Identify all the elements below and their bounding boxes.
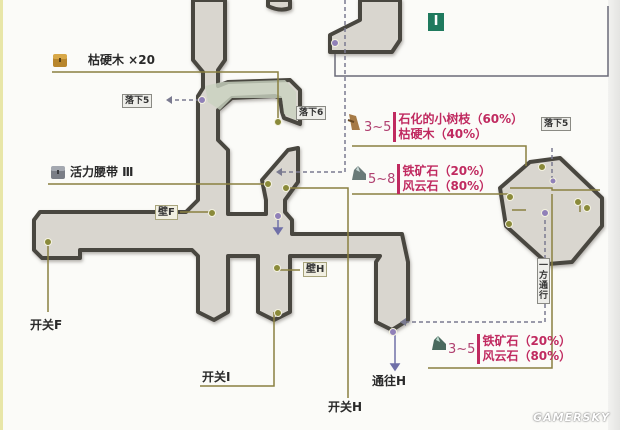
leader-gather3 [428,194,553,369]
gather-line: 铁矿石（20%） [482,334,572,348]
gather-count: 5~8 [368,171,396,187]
treasure-chest-gold-icon [52,52,68,68]
page-shadow [608,0,620,430]
gather-line: 风云石（80%） [402,179,492,193]
item-row: 活力腰带 Ⅲ [50,164,134,180]
switch-f-label: 开关F [30,318,63,332]
arrow-down-icon [389,363,401,372]
arrow-left-icon [276,168,282,176]
wall-f-tag: 壁F [155,205,178,220]
gather-line: 枯硬木（40%） [398,127,488,141]
corridor-area-i [328,0,402,54]
switch-i-label: 开关I [202,370,231,384]
gather-bar [477,334,481,364]
area-i-boundary [334,6,609,77]
gather-point-2: 5~8 铁矿石（20%） 风云石（80%） [350,164,491,194]
leader-gather2b [510,187,600,191]
leader-item1 [52,71,279,122]
gather-line: 石化的小树枝（60%） [398,112,524,126]
wood-icon [346,114,362,135]
exit-h-label: 通往H [372,374,407,388]
area-badge: I [428,13,444,31]
fall-tag-6: 落下6 [296,106,327,120]
ore-icon [430,336,446,357]
item-row: 枯硬木 ×20 [52,52,155,68]
gather-bar [393,112,397,142]
fall-tag-5-right: 落下5 [541,117,572,131]
diamond-room [498,156,604,266]
arrow-left-icon [166,96,172,104]
fall-tag-5-left: 落下5 [122,94,153,108]
arrow-left-icon [400,318,406,326]
page-edge [0,0,3,430]
highlighted-fork [205,80,296,120]
wall-h-tag: 壁H [303,262,328,277]
watermark: GAMERSKY [533,411,610,424]
gather-line: 铁矿石（20%） [402,164,492,178]
gather-point-3: 3~5 铁矿石（20%） 风云石（80%） [430,334,571,364]
gather-bar [397,164,401,194]
one-way-tag: 一方通行 [537,258,550,304]
warp-fall6 [280,0,346,173]
corridor-top-stub [266,0,292,12]
ore-icon [350,166,366,187]
leader-switch-h [286,187,349,398]
item-label: 枯硬木 ×20 [88,53,155,67]
switch-h-label: 开关H [328,400,363,414]
item-label: 活力腰带 Ⅲ [70,165,134,179]
corridor-main [32,0,410,332]
leader-switch-i [200,312,275,387]
gather-count: 3~5 [364,119,392,135]
leader-gather1 [352,145,527,166]
arrow-down-icon [272,227,284,236]
treasure-chest-silver-icon [50,164,66,180]
warp-one-way [404,220,546,323]
gather-count: 3~5 [448,341,476,357]
gather-line: 风云石（80%） [482,349,572,363]
gather-point-1: 3~5 石化的小树枝（60%） 枯硬木（40%） [346,112,523,142]
